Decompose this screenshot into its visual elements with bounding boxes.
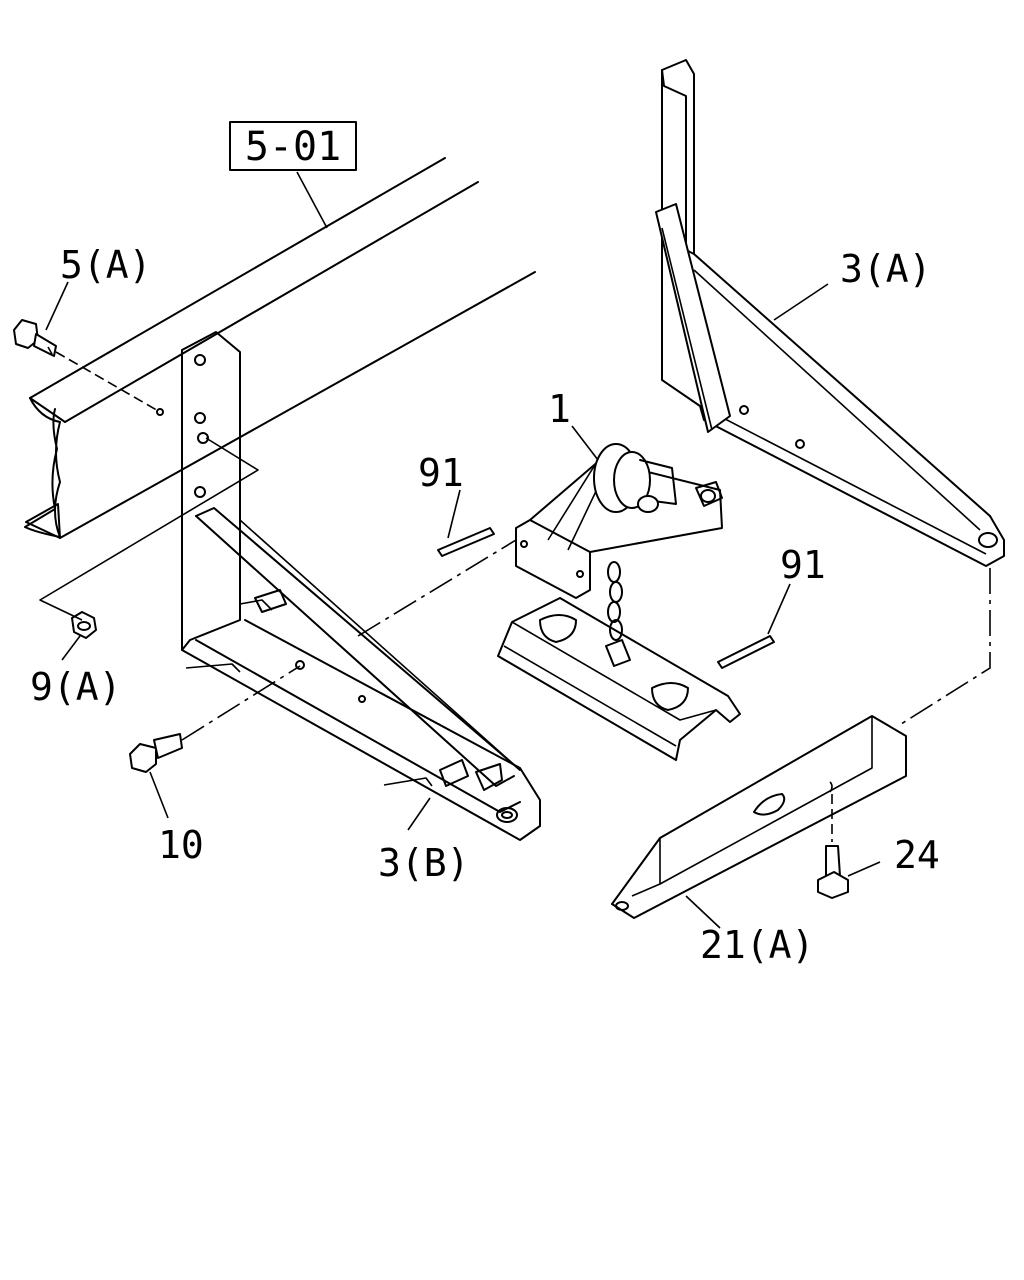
bolt-10-axis <box>181 665 301 741</box>
bracket-3a[interactable] <box>655 59 1005 567</box>
leader-5a <box>45 281 69 331</box>
reference-box[interactable]: 5-01 <box>229 121 357 171</box>
frame-rail <box>24 157 536 539</box>
bracket-3b[interactable] <box>181 331 541 841</box>
leader-24 <box>847 861 881 877</box>
bolt-5a[interactable] <box>13 319 57 357</box>
label-3a[interactable]: 3(A) <box>840 247 932 291</box>
bolt-5a-axis <box>55 351 161 413</box>
pin-91-left[interactable] <box>437 527 495 557</box>
leader-10 <box>149 771 169 819</box>
winch-chain <box>605 561 631 667</box>
reference-box-label: 5-01 <box>245 124 341 170</box>
label-5a[interactable]: 5(A) <box>60 243 152 287</box>
label-3b[interactable]: 3(B) <box>378 841 470 885</box>
label-9a[interactable]: 9(A) <box>30 665 122 709</box>
bracket-3a-axis <box>897 568 991 727</box>
leader-1 <box>571 425 599 461</box>
nut-9a[interactable] <box>71 611 97 639</box>
winch-mount-axis <box>357 539 517 637</box>
winch-1[interactable] <box>515 443 723 667</box>
leader-91-right <box>767 583 791 635</box>
leader-9a <box>61 635 81 661</box>
label-1[interactable]: 1 <box>548 387 571 431</box>
label-10[interactable]: 10 <box>158 823 204 867</box>
label-91-right[interactable]: 91 <box>780 543 826 587</box>
reference-leader <box>296 171 328 229</box>
leader-3a <box>773 283 829 321</box>
label-91-left[interactable]: 91 <box>418 451 464 495</box>
leader-3b <box>407 797 431 831</box>
label-21a[interactable]: 21(A) <box>700 923 814 967</box>
nut-9a-axis <box>39 437 259 621</box>
rail-hole <box>156 408 164 416</box>
label-24[interactable]: 24 <box>894 833 940 877</box>
leader-91-left <box>447 489 461 539</box>
cross-member-21a[interactable] <box>611 715 907 919</box>
winch-base-plate[interactable] <box>497 597 741 761</box>
pin-91-right[interactable] <box>717 635 775 669</box>
leader-21a <box>685 895 721 929</box>
bolt-24[interactable] <box>817 845 849 899</box>
bolt-10[interactable] <box>129 733 183 773</box>
